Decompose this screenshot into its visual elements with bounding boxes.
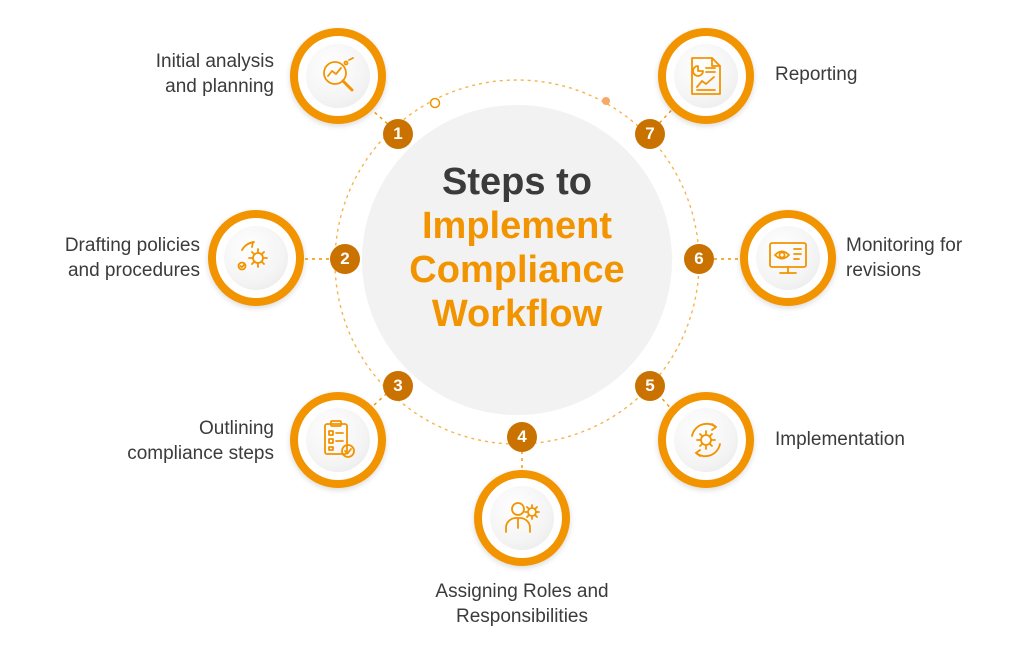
title-line-4: Workflow <box>431 293 603 336</box>
cycle-gear-icon <box>691 422 721 458</box>
center-disc <box>362 105 672 415</box>
step-3-badge: 3 <box>383 371 413 401</box>
analysis-magnifier-icon <box>323 57 354 92</box>
step-5-badge: 5 <box>635 371 665 401</box>
title-line-1: Steps to <box>442 161 592 203</box>
step-1-node <box>290 28 386 124</box>
center-title: Steps to Implement Compliance Workflow <box>362 160 672 336</box>
person-gear-icon <box>505 502 540 533</box>
step-2-label: Drafting policies and procedures <box>64 235 200 281</box>
step-3-label: Outlining compliance steps <box>127 418 274 464</box>
step-7-node <box>658 28 754 124</box>
decorative-dot-left <box>429 97 441 109</box>
step-4-label: Assigning Roles and Responsibilities <box>435 581 609 627</box>
checklist-clipboard-icon <box>324 420 355 458</box>
step-6-label: Monitoring for revisions <box>846 235 963 281</box>
title-line-2: Implement <box>421 205 613 248</box>
step-2-node <box>208 210 304 306</box>
step-5-label: Implementation <box>775 429 905 450</box>
title-line-3: Compliance <box>409 249 625 292</box>
monitor-eye-icon <box>769 242 807 274</box>
step-4-node <box>474 470 570 566</box>
step-5-node <box>658 392 754 488</box>
report-document-icon <box>691 57 721 95</box>
step-2-badge: 2 <box>330 244 360 274</box>
process-gear-icon <box>237 241 268 271</box>
step-7-badge: 7 <box>635 119 665 149</box>
step-4-badge: 4 <box>507 422 537 452</box>
step-3-node <box>290 392 386 488</box>
decorative-dot-right <box>602 97 610 105</box>
step-1-badge: 1 <box>383 119 413 149</box>
step-6-node <box>740 210 836 306</box>
step-1-label: Initial analysis and planning <box>155 51 274 97</box>
step-7-label: Reporting <box>775 64 858 85</box>
step-6-badge: 6 <box>684 244 714 274</box>
